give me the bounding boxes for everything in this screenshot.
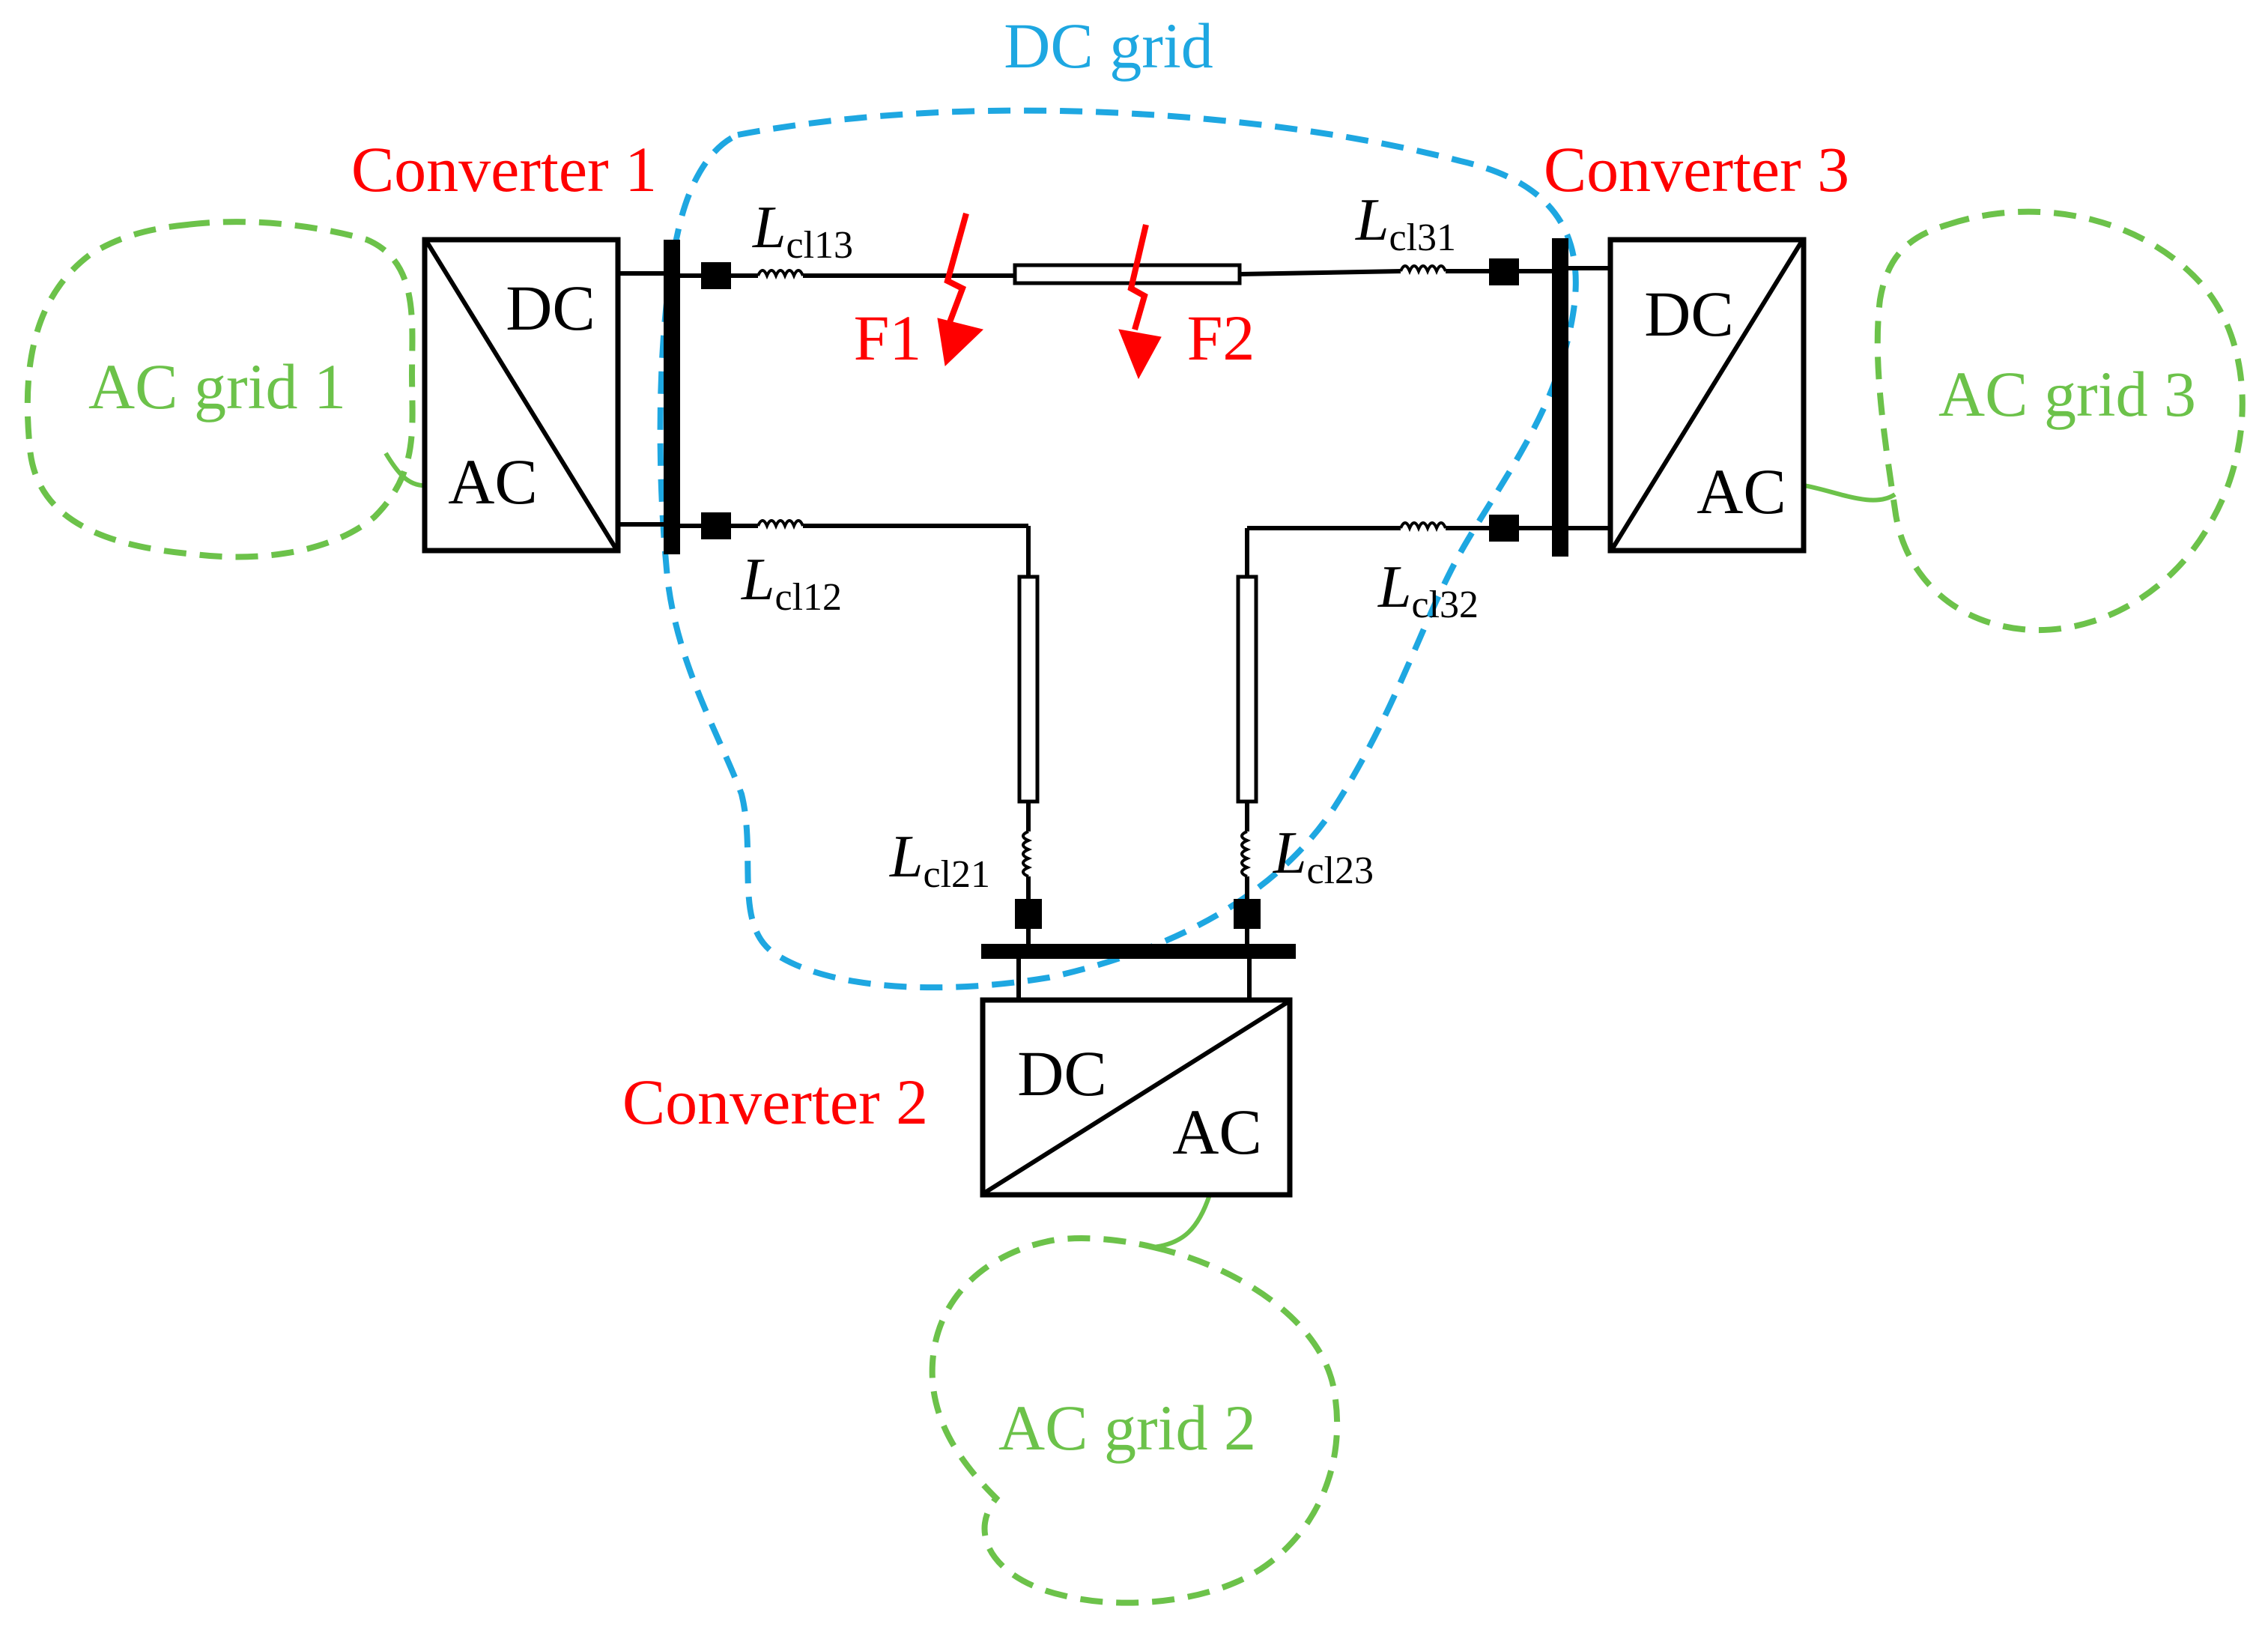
converter-2-label: Converter 2 — [622, 1066, 928, 1138]
inductor-cl32 — [1399, 521, 1447, 533]
dc-bus-2 — [981, 944, 1296, 959]
dc-bus-3 — [1552, 238, 1568, 557]
inductor-cl21-label: Lcl21 — [889, 824, 990, 896]
converter-1-ac-label: AC — [448, 446, 537, 518]
breaker-23 — [1234, 899, 1261, 929]
converter-3-dc-label: DC — [1644, 278, 1733, 350]
converter-3 — [1607, 237, 1807, 554]
breaker-32 — [1489, 515, 1519, 542]
converter-2-dc-label: DC — [1017, 1037, 1106, 1109]
breaker-31 — [1489, 258, 1519, 285]
inductor-cl21 — [1022, 830, 1033, 878]
inductor-cl31 — [1399, 264, 1447, 276]
ac-grid-3-link — [1803, 483, 1896, 503]
ac-grid-2-link — [1153, 1194, 1212, 1249]
ac-grid-1-label: AC grid 1 — [88, 351, 346, 422]
converter-3-ac-label: AC — [1697, 455, 1786, 527]
breaker-13 — [701, 262, 731, 289]
cable-12 — [1017, 575, 1040, 804]
fault-f2-label: F2 — [1187, 302, 1255, 374]
converter-2-ac-label: AC — [1172, 1096, 1261, 1168]
fault-f2-symbol — [1118, 224, 1162, 380]
inductor-cl13-label: Lcl13 — [752, 195, 853, 267]
ac-grid-1-boundary — [24, 219, 416, 560]
inductor-cl32-label: Lcl32 — [1377, 554, 1479, 626]
ac-grid-2-boundary — [929, 1235, 1341, 1606]
inductor-cl13 — [756, 269, 804, 280]
inductor-cl31-label: Lcl31 — [1355, 187, 1456, 259]
line-32 — [1234, 515, 1552, 944]
converter-1-dc-label: DC — [506, 272, 595, 344]
inductor-cl23-label: Lcl23 — [1273, 820, 1374, 892]
converter-2 — [980, 997, 1293, 1198]
converter-1-label: Converter 1 — [351, 133, 657, 205]
dc-grid-label: DC grid — [1004, 10, 1213, 82]
breaker-12 — [701, 512, 731, 539]
ac-grid-3-boundary — [1874, 208, 2246, 634]
ac-grid-3-label: AC grid 3 — [1938, 358, 2196, 430]
dc-bus-1 — [664, 240, 680, 554]
converter-3-label: Converter 3 — [1544, 133, 1849, 205]
converter-1 — [422, 237, 621, 554]
fault-f1-label: F1 — [854, 302, 922, 374]
cable-32 — [1236, 575, 1258, 804]
inductor-cl23 — [1240, 830, 1252, 878]
inductor-cl12 — [756, 519, 804, 530]
breaker-21 — [1015, 899, 1042, 929]
ac-grid-1-link — [383, 452, 428, 488]
line-12 — [680, 512, 1042, 944]
line-13 — [680, 258, 1552, 289]
inductor-cl12-label: Lcl12 — [741, 547, 842, 619]
ac-grid-2-label: AC grid 2 — [998, 1392, 1256, 1464]
fault-f1-symbol — [937, 212, 983, 367]
cable-13 — [1013, 263, 1242, 285]
dc-grid-boundary — [657, 107, 1579, 991]
